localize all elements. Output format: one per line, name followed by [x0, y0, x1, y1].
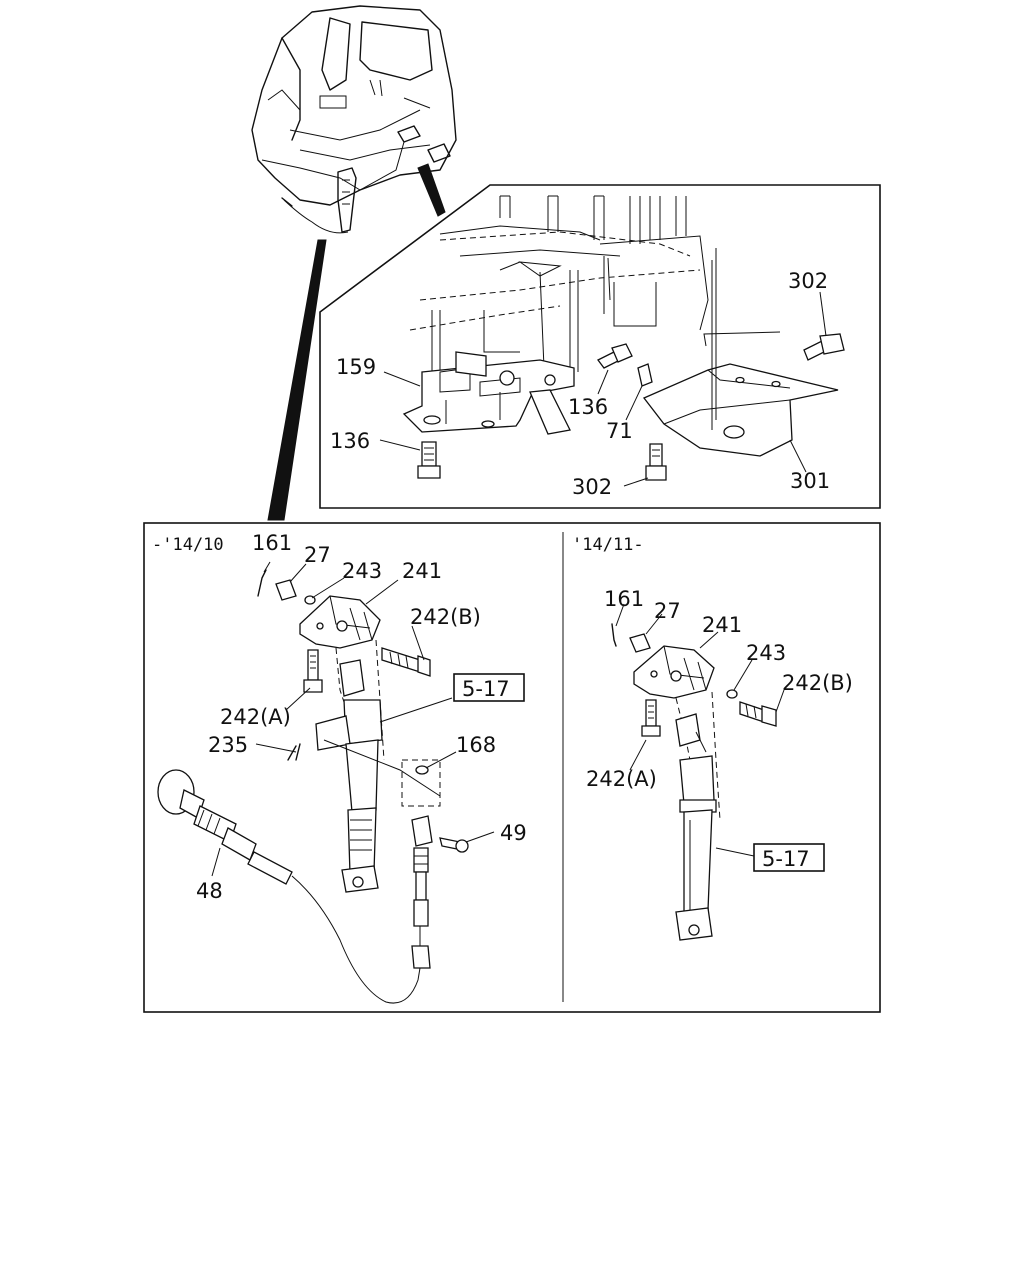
- callout-161-right: 161: [604, 587, 644, 611]
- callout-242a-right: 242(A): [586, 767, 657, 791]
- section-label-left: -'14/10: [152, 535, 224, 555]
- bracket-detail-inset: 302 159 136 71 136 302 301: [319, 184, 881, 509]
- reference-5-17-right: 5-17: [762, 847, 810, 871]
- cab-overview-illustration: [251, 5, 457, 521]
- callout-243-right: 243: [746, 641, 786, 665]
- callout-241-right: 241: [702, 613, 742, 637]
- callout-168: 168: [456, 733, 496, 757]
- right-assembly-drawing: 161 27 241 243 242(B) 242(A) 5-17: [586, 587, 853, 941]
- callout-71: 71: [606, 419, 633, 443]
- callout-27-left: 27: [304, 543, 331, 567]
- reference-5-17-left: 5-17: [462, 677, 510, 701]
- callout-49: 49: [500, 821, 527, 845]
- callout-27-right: 27: [654, 599, 681, 623]
- callout-242a-left: 242(A): [220, 705, 291, 729]
- callout-302-bottom: 302: [572, 475, 612, 499]
- callout-136-mid: 136: [568, 395, 608, 419]
- callout-48: 48: [196, 879, 223, 903]
- callout-235: 235: [208, 733, 248, 757]
- reference-box-left: [453, 673, 525, 702]
- callout-242b-left: 242(B): [410, 605, 481, 629]
- reference-box-right: [753, 843, 825, 872]
- callout-136-bottom: 136: [330, 429, 370, 453]
- callout-302-top: 302: [788, 269, 828, 293]
- lever-assembly-section: -'14/10 '14/11-: [143, 522, 881, 1013]
- callout-161-left: 161: [252, 531, 292, 555]
- callout-159: 159: [336, 355, 376, 379]
- callout-241-left: 241: [402, 559, 442, 583]
- callout-243-left: 243: [342, 559, 382, 583]
- callout-301: 301: [790, 469, 830, 493]
- callout-242b-right: 242(B): [782, 671, 853, 695]
- left-assembly-drawing: 161 27 243 241 242(B) 242(A) 235 168 49 …: [157, 531, 527, 1004]
- section-label-right: '14/11-: [572, 535, 644, 555]
